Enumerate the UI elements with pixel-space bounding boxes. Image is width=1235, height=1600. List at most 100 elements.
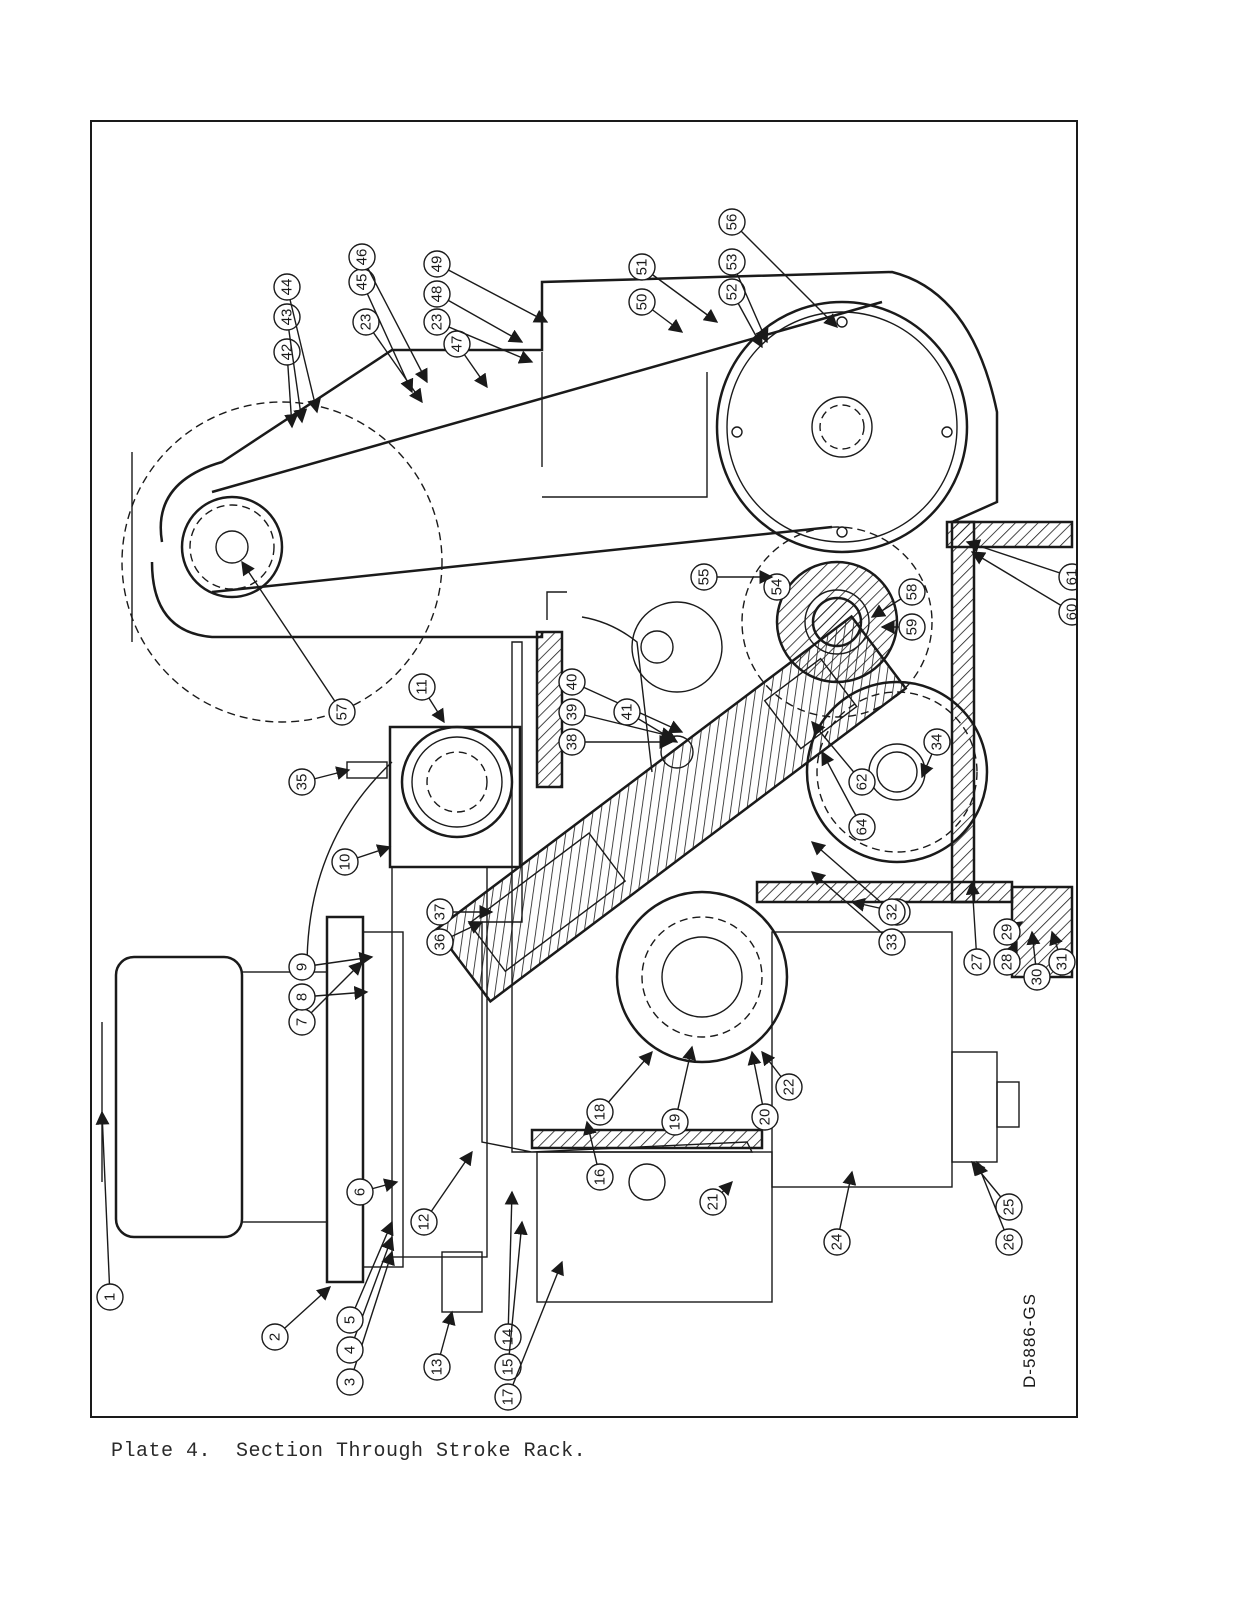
callout-balloon <box>690 563 718 591</box>
callout-balloon <box>898 613 926 641</box>
callout-balloon <box>336 1306 364 1334</box>
callout-number: 25 <box>1001 1199 1018 1216</box>
callout-number: 40 <box>564 674 581 691</box>
callout-balloon <box>336 1336 364 1364</box>
callout-24: 24 <box>823 1170 857 1256</box>
callout-balloon <box>878 928 906 956</box>
callout-13: 13 <box>423 1310 456 1381</box>
callout-leader <box>970 551 1073 613</box>
callout-32: 32 <box>810 841 906 926</box>
callout-number: 10 <box>337 854 354 871</box>
callout-46: 46 <box>348 243 428 384</box>
callout-20: 20 <box>747 1050 779 1131</box>
callout-number: 7 <box>294 1018 311 1026</box>
callout-balloon <box>995 1228 1023 1256</box>
callout-balloon <box>823 1228 851 1256</box>
callout-balloon <box>1058 598 1076 626</box>
callout-leader <box>286 316 308 424</box>
callout-57: 57 <box>241 560 356 726</box>
callout-leader <box>301 961 363 1023</box>
callout-balloon <box>410 1208 438 1236</box>
driven-pulley <box>715 300 969 554</box>
callout-number: 37 <box>432 904 449 921</box>
callout-balloon <box>352 308 380 336</box>
callout-number: 15 <box>500 1359 517 1376</box>
callout-41: 41 <box>613 698 679 743</box>
callout-29: 29 <box>993 918 1024 946</box>
callout-number: 27 <box>969 954 986 971</box>
callout-balloon <box>494 1383 522 1411</box>
callout-number: 23 <box>358 314 375 331</box>
callout-balloon <box>699 1188 727 1216</box>
callout-number: 14 <box>500 1329 517 1346</box>
callout-balloon <box>494 1323 522 1351</box>
callout-49: 49 <box>423 250 549 323</box>
callout-43: 43 <box>273 303 308 424</box>
callout-number: 55 <box>696 569 713 586</box>
callout-number: 52 <box>724 284 741 301</box>
callout-number: 60 <box>1064 604 1079 621</box>
callout-30: 30 <box>1023 930 1051 991</box>
callout-47: 47 <box>443 330 488 389</box>
callout-number: 2 <box>267 1333 284 1341</box>
drawing-frame: 1234567891011121314151617181920212223242… <box>90 120 1078 1418</box>
callout-balloon <box>423 250 451 278</box>
callout-balloon <box>586 1098 614 1126</box>
callout-54: 54 <box>763 573 791 601</box>
small-pulley <box>180 495 284 599</box>
callout-12: 12 <box>410 1150 473 1236</box>
callout-number: 35 <box>294 774 311 791</box>
callout-balloon <box>718 248 746 276</box>
callout-number: 6 <box>352 1188 369 1196</box>
callout-number: 21 <box>705 1194 722 1211</box>
callout-4: 4 <box>336 1235 395 1364</box>
callout-number: 22 <box>781 1079 798 1096</box>
callout-number: 54 <box>769 579 786 596</box>
callout-number: 62 <box>854 774 871 791</box>
callout-number: 47 <box>449 336 466 353</box>
callout-17: 17 <box>494 1260 564 1411</box>
callout-55: 55 <box>690 563 774 591</box>
callout-leader <box>436 263 549 323</box>
callout-5: 5 <box>336 1220 394 1334</box>
callout-34: 34 <box>920 728 951 779</box>
callout-balloon <box>848 813 876 841</box>
callout-balloon <box>273 303 301 331</box>
belt-guard <box>150 270 999 639</box>
callout-18: 18 <box>586 1050 653 1126</box>
callout-number: 46 <box>354 249 371 266</box>
callout-balloon <box>848 768 876 796</box>
callout-balloon <box>878 898 906 926</box>
callout-59: 59 <box>880 613 926 641</box>
callout-number: 13 <box>429 1359 446 1376</box>
gear-59-60 <box>741 526 933 718</box>
callout-balloon <box>288 983 316 1011</box>
callout-leader <box>731 261 769 344</box>
callout-balloon <box>494 1353 522 1381</box>
callout-61: 61 <box>965 539 1076 591</box>
callout-leader <box>975 1160 1010 1243</box>
callout-44: 44 <box>273 273 321 414</box>
callout-64: 64 <box>821 750 876 841</box>
callout-number: 1 <box>102 1293 119 1301</box>
callout-number: 20 <box>757 1109 774 1126</box>
callout-9: 9 <box>288 951 374 981</box>
callout-leader <box>241 560 343 713</box>
callout-balloon <box>718 208 746 236</box>
callout-leader <box>349 1220 394 1321</box>
callout-27: 27 <box>963 880 991 976</box>
callout-number: 8 <box>294 993 311 1001</box>
callout-number: 38 <box>564 734 581 751</box>
callout-28: 28 <box>993 940 1021 976</box>
oil-line <box>306 591 653 968</box>
callout-33: 33 <box>810 871 906 956</box>
callout-balloon <box>423 308 451 336</box>
drawing-number: D-5886-GS <box>1020 1293 1039 1388</box>
callout-balloon <box>558 668 586 696</box>
callout-23: 23 <box>423 308 534 364</box>
callout-15: 15 <box>494 1220 528 1381</box>
callout-leader <box>349 1235 395 1351</box>
callout-number: 50 <box>634 294 651 311</box>
callout-balloon <box>261 1323 289 1351</box>
callout-60: 60 <box>970 551 1079 626</box>
